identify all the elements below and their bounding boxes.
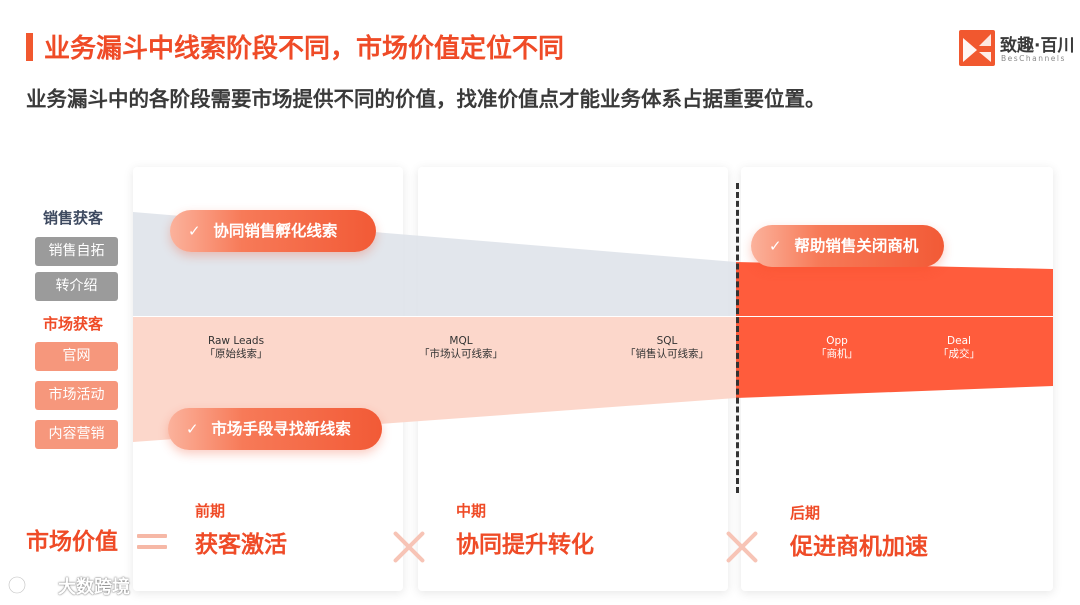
pill-text: 帮助销售关闭商机 [794, 237, 919, 255]
pill-close-deal: ✓ 帮助销售关闭商机 [751, 225, 944, 267]
brand-logo: 致趣·百川 BesChannels [959, 30, 1079, 70]
stage-label-sql: SQL 「销售认可线索」 [617, 335, 717, 361]
chip-sales-self-prospect: 销售自拓 [35, 237, 118, 266]
market-value-label: 市场价值 [26, 529, 118, 555]
phase-middle-small: 中期 [456, 502, 487, 520]
page-title: 业务漏斗中线索阶段不同，市场价值定位不同 [44, 34, 565, 64]
equals-icon [137, 531, 167, 553]
sales-acquisition-label: 销售获客 [43, 209, 104, 227]
stage-zh: 「成交」 [938, 348, 980, 360]
stage-label-mql: MQL 「市场认可线索」 [411, 335, 511, 361]
watermark-logo-icon [8, 576, 50, 594]
watermark: 大数跨境 [8, 572, 148, 600]
chip-website: 官网 [35, 342, 118, 371]
stage-zh: 「商机」 [816, 348, 858, 360]
multiply-icon [725, 530, 759, 564]
pill-text: 协同销售孵化线索 [213, 222, 338, 240]
pill-text: 市场手段寻找新线索 [211, 420, 351, 438]
stage-en: SQL [656, 335, 678, 347]
chip-market-events: 市场活动 [35, 381, 118, 410]
phase-middle-title: 协同提升转化 [456, 532, 594, 558]
stage-label-raw-leads: Raw Leads 「原始线索」 [196, 335, 276, 361]
phase-early-small: 前期 [195, 502, 226, 520]
title-accent-bar [26, 33, 33, 61]
stage-en: Opp [826, 335, 848, 347]
check-icon: ✓ [188, 222, 201, 240]
watermark-text: 大数跨境 [58, 577, 130, 598]
stage-en: MQL [449, 335, 473, 347]
stage-zh: 「市场认可线索」 [419, 348, 503, 360]
check-icon: ✓ [769, 237, 782, 255]
stage-zh: 「销售认可线索」 [625, 348, 709, 360]
stage-zh: 「原始线索」 [204, 348, 268, 360]
stage-divider-dashed-line [736, 183, 739, 493]
phase-early-title: 获客激活 [195, 532, 287, 558]
stage-en: Deal [947, 335, 971, 347]
chip-content-marketing: 内容营销 [35, 420, 118, 449]
pill-market-find: ✓ 市场手段寻找新线索 [168, 408, 382, 450]
stage-label-deal: Deal 「成交」 [929, 335, 989, 361]
logo-name: 致趣·百川 [1000, 36, 1075, 56]
stage-en: Raw Leads [207, 335, 265, 347]
phase-late-title: 促进商机加速 [790, 534, 928, 560]
pill-sales-incubate: ✓ 协同销售孵化线索 [170, 210, 376, 252]
check-icon: ✓ [186, 420, 199, 438]
multiply-icon [392, 530, 426, 564]
logo-mark-icon [959, 30, 995, 66]
market-acquisition-label: 市场获客 [43, 315, 104, 333]
stage-label-opp: Opp 「商机」 [807, 335, 867, 361]
page-subtitle: 业务漏斗中的各阶段需要市场提供不同的价值，找准价值点才能业务体系占据重要位置。 [26, 87, 826, 111]
phase-late-small: 后期 [790, 504, 821, 522]
deal-funnel-band [736, 262, 1053, 398]
logo-name-en: BesChannels [1001, 54, 1066, 63]
chip-referral: 转介绍 [35, 272, 118, 301]
